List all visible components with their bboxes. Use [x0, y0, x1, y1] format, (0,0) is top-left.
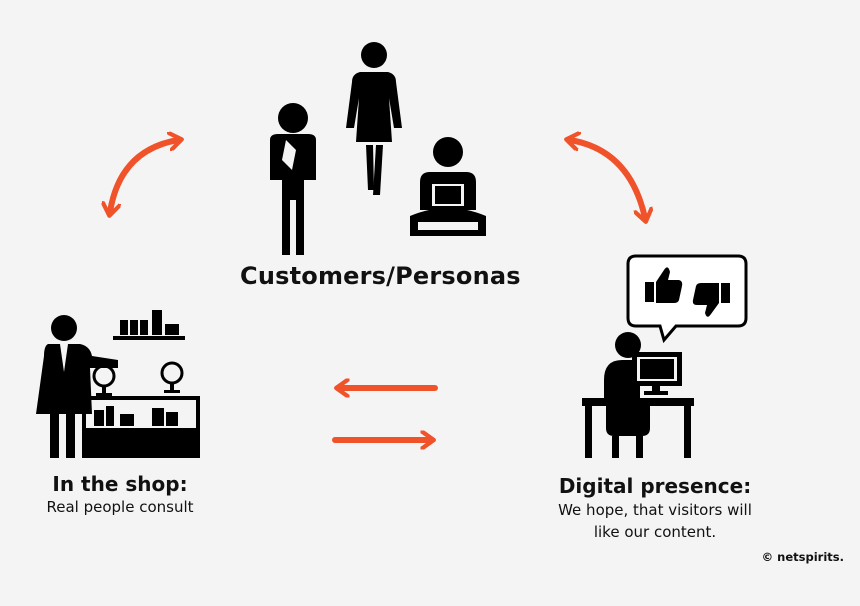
shop-heading: In the shop: — [52, 472, 188, 496]
computer-user-icon — [582, 332, 694, 458]
diagram-title: Customers/Personas — [240, 262, 521, 290]
shop-label: In the shop: Real people consult — [20, 472, 220, 516]
speech-bubble-icon — [626, 254, 748, 344]
left-cycle-arrow — [110, 140, 178, 212]
digital-line-2: like our content. — [593, 523, 717, 541]
customers-group-icon — [270, 42, 486, 255]
thumbs-down-icon — [692, 283, 730, 317]
digital-heading: Digital presence: — [558, 474, 752, 498]
thumbs-up-icon — [645, 267, 683, 303]
right-cycle-arrow — [570, 140, 645, 218]
digital-line-1: We hope, that visitors will — [558, 501, 752, 519]
digital-label: Digital presence: We hope, that visitors… — [520, 474, 790, 542]
shop-assistant-icon — [36, 310, 200, 458]
copyright-text: © netspirits. — [761, 550, 844, 564]
shop-subtitle: Real people consult — [46, 498, 194, 516]
